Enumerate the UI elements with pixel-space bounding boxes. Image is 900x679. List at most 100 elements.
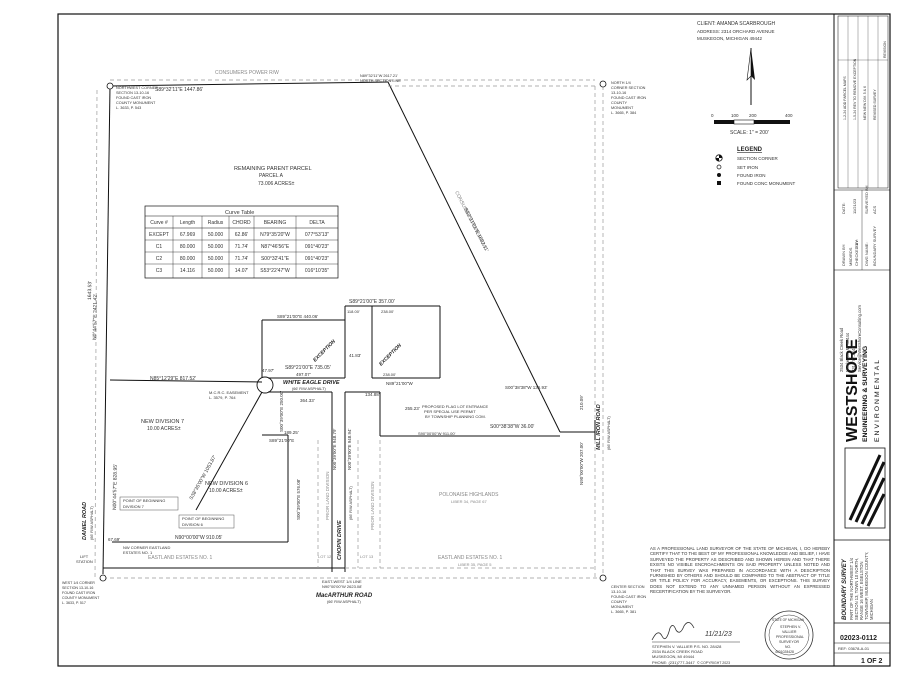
dwg-value: BOUNDARY SURVEY [872,226,877,266]
mill-iron-label: MILL IRON ROAD [596,404,602,450]
curve-cell: C3 [156,268,163,274]
d-36433: 364.33' [300,398,315,403]
n-quarter-line1: NORTH 1/4 [611,81,631,85]
signature-date: 11/21/23 [705,631,732,638]
date-value: 11/21/23 [852,198,857,214]
boundary-lines [102,81,596,575]
polonaise-label: POLONAISE HIGHLANDS [439,492,499,498]
title-block: WESTSHORE ENGINEERING & SURVEYING ENVIRO… [834,15,890,665]
found-iron-icon [717,173,721,177]
surveyed-value: ACS [872,205,877,214]
mcarthur-road-sub: (66' R/W ASPHALT) [327,600,362,604]
new-division-7-area: 10.00 ACRES± [147,426,181,432]
curve-cell: 71.74' [235,244,249,250]
west-distance: 1643.53' [87,281,93,300]
curve-cell: 50.000 [208,268,224,274]
lift-station-1: LIFT [80,554,89,559]
w-quarter-line3: FOUND CAST IRON [62,591,96,595]
daniel-road-sub: (66' R/W ASPHALT) [90,505,94,540]
center-note: CENTER SECTION 13-10-16 FOUND CAST IRON … [611,585,646,614]
d-118: 118.00' [347,309,360,314]
curve-cell: 077°53'13" [305,232,329,238]
east-west-line: EAST-WEST 1/4 LINE [322,579,362,584]
s0038-36: S00°38'38"W 36.00' [490,424,534,430]
w-quarter-line2: SECTION 13-10-16 [62,586,93,590]
curve-cell: 016°10'35" [305,268,329,274]
curve-cell: 80.000 [180,244,196,250]
nw-eastland-1: NW CORNER EASTLAND [123,545,170,550]
new-division-6: NEW DIVISION 6 [205,481,248,487]
curve-cell: 14.116 [180,268,195,274]
exception-label-2: EXCEPTION [378,342,403,367]
nw-corner-line1: NORTHWEST CORNER [116,86,158,90]
mcrc-ref: L. 3579, P. 764 [209,395,236,400]
curve-header-cell: Length [180,220,196,226]
d-4797: 47.97' [262,368,274,373]
date-label: DATE: [841,203,846,214]
pob6-line1: POINT OF BEGINNING [182,516,224,521]
legend-set-iron: SET IRON [737,165,758,170]
flag-lot-2: PER SPECIAL USE PERMIT [424,409,476,414]
n00-94879: N00°39'00"E 948.79' [332,428,337,470]
nw-corner-note: NORTHWEST CORNER SECTION 13-10-16 FOUND … [116,86,158,110]
signature-icon [651,622,695,641]
set-iron-icon [716,164,722,170]
d-238-top: 238.00' [381,309,394,314]
certification-block: AS A PROFESSIONAL LAND SURVEYOR OF THE S… [650,546,830,594]
legend-section-corner: SECTION CORNER [737,156,779,161]
n90-207: N90°00'00"W 207.00' [579,442,584,485]
client-label: CLIENT: AMANDA SCARBROUGH [697,21,775,27]
seal-state: STATE OF MICHIGAN [772,618,805,622]
n-quarter-note: NORTH 1/4 CORNER SECTION 13-10-16 FOUND … [611,81,646,115]
company-phone: 231.777.3447 [851,346,856,372]
project-desc-2: SECTION 13, TOWN 10 NORTH, [854,558,859,620]
center-line5: MONUMENT [611,605,634,609]
mcarthur-road-label: MacARTHUR ROAD [316,593,373,599]
curve-cell: 50.000 [208,232,224,238]
company-address: 2534 Black Creek Road [839,327,844,372]
w-quarter-line5: L. 3633, P. 517 [62,601,86,605]
rev-1: REVISED SURVEY [873,89,877,120]
nw-eastland-2: ESTATES NO. 1 [123,550,153,555]
nw-corner-line4: COUNTY MONUMENT [116,101,156,105]
consumers-top-label: CONSUMERS POWER R/W [215,70,279,76]
mill-iron-sub: (66' R/W ASPHALT) [607,415,611,450]
chopin-drive-sub: (66' R/W ASPHALT) [349,485,353,520]
project-description: PART OF THE NORTHWEST 1/4 SECTION 13, TO… [849,552,874,620]
n-quarter-line3: 13-10-16 [611,91,626,95]
curve-cell: N87°46'56"E [261,244,290,250]
company-name-2: ENGINEERING & SURVEYING [862,346,869,442]
d-49707: 497.07' [296,372,311,377]
d-4183: 41.83' [349,353,361,358]
w-quarter-note: WEST 1/4 CORNER SECTION 13-10-16 FOUND C… [62,581,100,605]
cul-de-sac [256,376,274,394]
project-desc-3: RANGE 16 WEST, EGELSTON [859,561,864,620]
d-238-bot: 238.00' [383,372,396,377]
rev-2: NEW NEW DIV. 5 & 6 [863,86,867,120]
scale-tick-200: 200 [749,113,757,118]
flag-lot-3: BY TOWNSHIP PLANNING COM. [425,414,486,419]
eastland-west: EASTLAND ESTATES NO. 1 [148,555,212,561]
curve-cell: 50.000 [208,256,224,262]
project-desc-1: PART OF THE NORTHWEST 1/4 [849,557,854,620]
pob6-line2: DIVISION 6 [182,522,204,527]
w-quarter-line1: WEST 1/4 CORNER [62,581,95,585]
seal-no: NO. [785,645,791,649]
seal-name2: VALLIER [782,630,797,634]
curve-cell: 14.07' [235,268,249,274]
s00-576: S00°39'00"E 576.08' [296,479,301,520]
east-west-bearing: N90°00'00"W 2623.08' [322,584,362,589]
center-line4: COUNTY [611,600,627,604]
white-eagle-label: WHITE EAGLE DRIVE [283,380,340,386]
parent-parcel-title: REMAINING PARENT PARCEL [234,166,312,172]
legend-found-iron: FOUND IRON [737,173,766,178]
nw-corner-monument-icon [106,82,114,90]
company-email: Service@WestshoreConsulting.com [857,304,862,372]
prior-land-1: PRIOR LAND DIVISION [325,471,330,520]
exception-label-1: EXCEPTION [312,338,337,363]
curve-cell: 80.000 [180,256,196,262]
project-number: 02023-0112 [840,635,877,642]
curve-cell: 091°40'23" [305,244,329,250]
